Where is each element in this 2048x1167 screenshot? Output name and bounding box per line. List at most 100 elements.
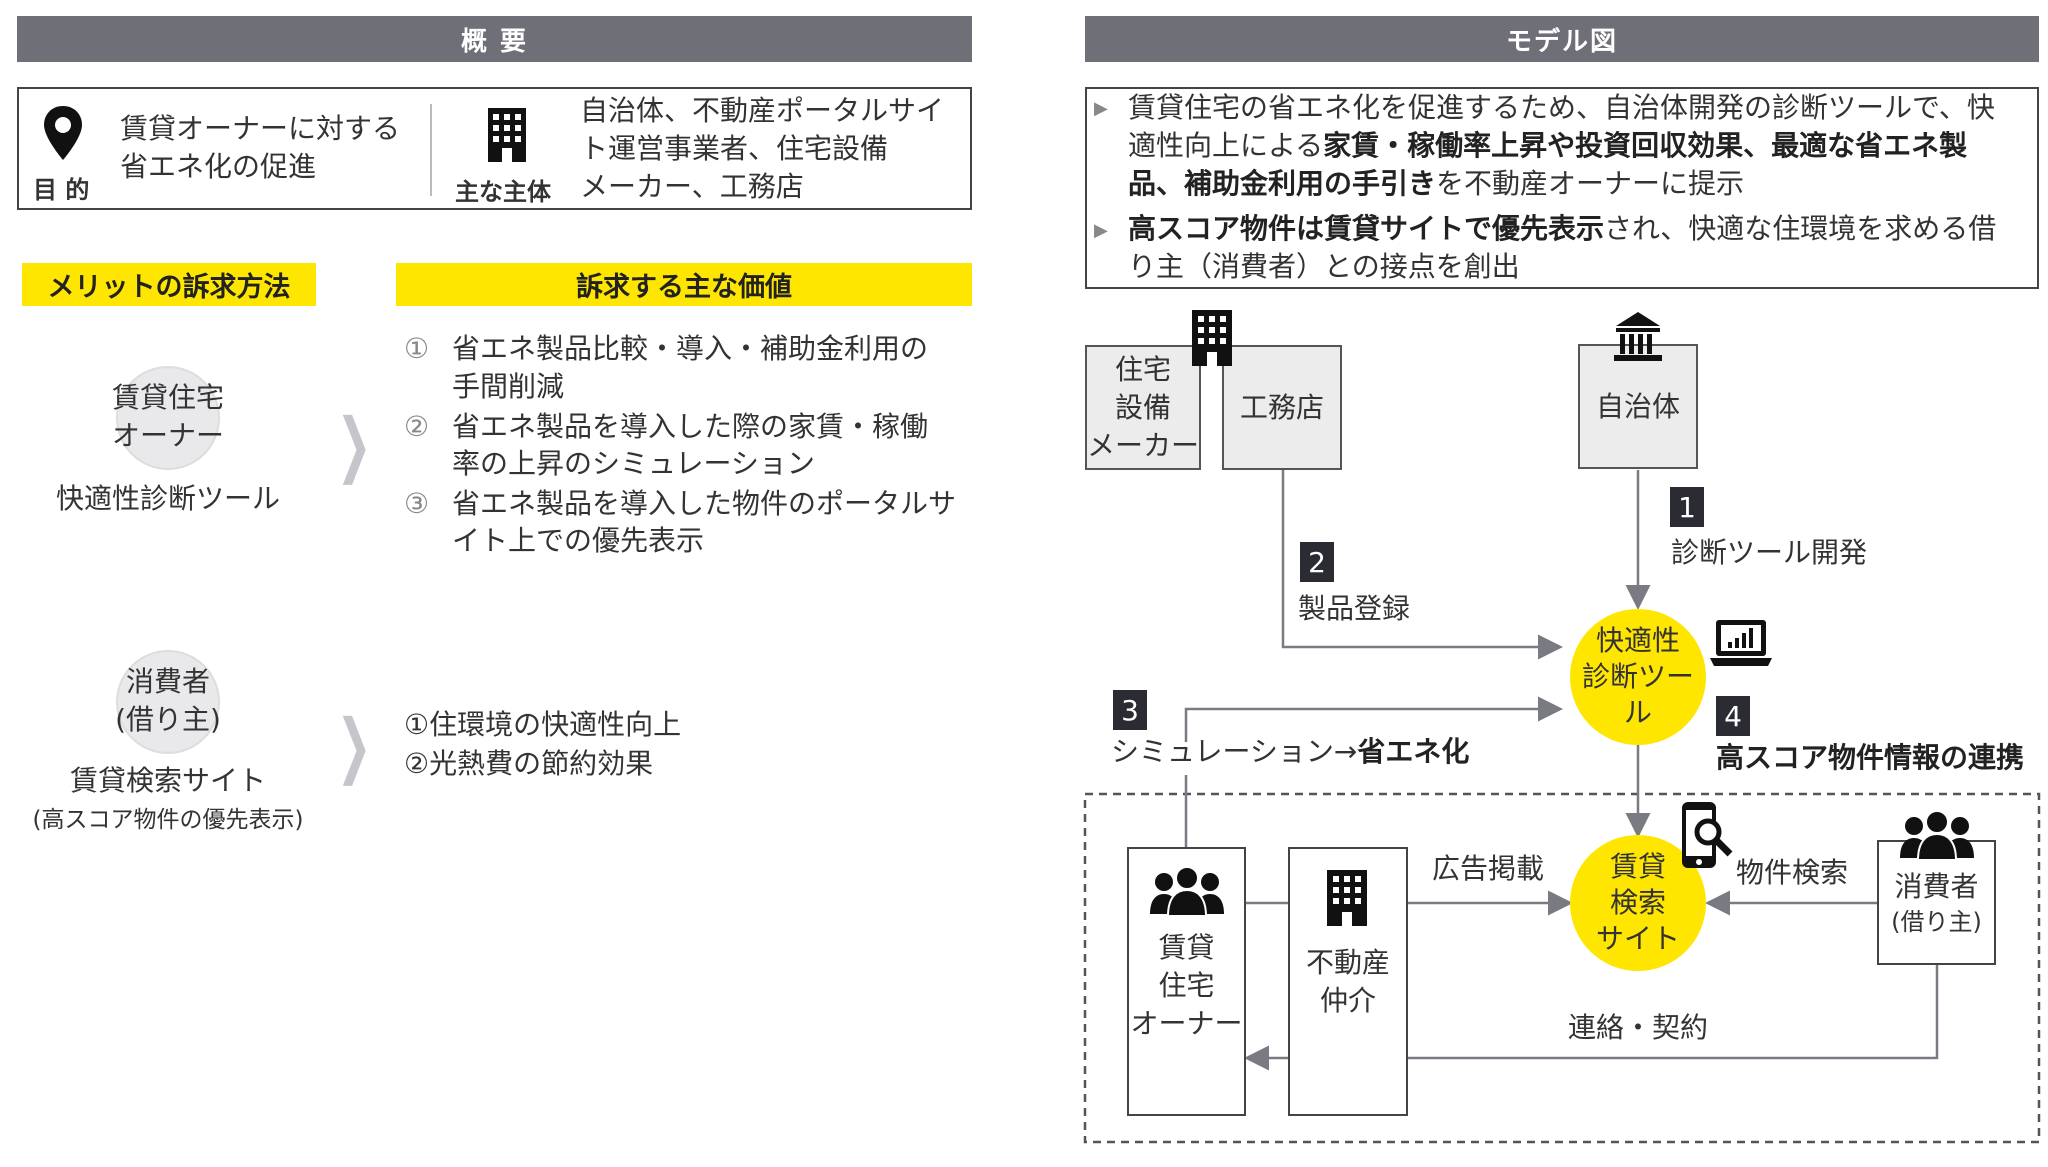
value-header: 訴求する主な価値 (396, 263, 972, 306)
chevron-right-icon: ❯ (336, 704, 372, 786)
node-diagnosis-tool: 快適性診断ツール (1570, 609, 1706, 745)
merit-header: メリットの訴求方法 (22, 263, 316, 306)
building-icon (1192, 310, 1232, 366)
value-text: 省エネ製品を導入した際の家賃・稼働 (452, 410, 929, 443)
summary-text: を不動産オーナーに提示 (1436, 167, 1745, 200)
node-label: 住宅 (1158, 969, 1215, 1002)
step-label: シミュレーション→ (1111, 735, 1358, 768)
step-label: 製品登録 (1298, 592, 1411, 625)
node-label: 検索 (1609, 886, 1666, 919)
actors-text: 自治体、不動産ポータルサイ (580, 94, 945, 127)
edge-label-contact: 連絡・契約 (1567, 1011, 1709, 1044)
overview-header: 概 要 (17, 16, 972, 62)
edge-label-search: 物件検索 (1735, 856, 1849, 889)
summary-bold: 品、補助金利用の手引き (1128, 167, 1437, 200)
step-badge-2: 2 (1300, 542, 1334, 582)
summary-bold: 高スコア物件は賃貸サイトで優先表示 (1128, 212, 1605, 245)
method-note: (高スコア物件の優先表示) (32, 807, 304, 833)
badge-number: 3 (1121, 693, 1139, 727)
method-label: 賃貸検索サイト (69, 764, 267, 797)
node-label: 賃貸 (1158, 931, 1215, 964)
step-label-bold: 省エネ化 (1357, 735, 1470, 768)
summary-text: 適性向上による (1128, 129, 1324, 162)
value-text: イト上での優先表示 (452, 524, 705, 557)
summary-text: 賃貸住宅の省エネ化を促進するため、自治体開発の診断ツールで、快 (1128, 91, 1995, 124)
value-header-text: 訴求する主な価値 (576, 272, 792, 303)
method-label: 快適性診断ツール (55, 482, 281, 515)
summary-bold: 家賃・稼働率上昇や投資回収効果、最適な省エネ製 (1323, 129, 1968, 162)
chevron-right-icon: ❯ (336, 403, 372, 485)
consumer-label: (借り主) (115, 703, 221, 736)
people-group-icon (1900, 810, 1974, 860)
node-maker: 住宅設備メーカー (1085, 345, 1201, 470)
purpose-text: 省エネ化の促進 (120, 150, 317, 183)
value-number: ③ (404, 487, 430, 520)
node-rental-search-site: 賃貸検索サイト (1570, 835, 1706, 971)
value-text: 省エネ製品を導入した物件のポータルサ (452, 487, 957, 520)
step-badge-4: 4 (1716, 696, 1750, 736)
node-label: 不動産 (1305, 946, 1390, 979)
model-summary-box (1085, 87, 2039, 289)
consumer-label: 消費者 (125, 665, 211, 698)
node-label: 自治体 (1595, 389, 1680, 423)
model-title: モデル図 (1505, 26, 1618, 57)
node-label: 設備 (1114, 390, 1171, 424)
step-badge-1: 1 (1670, 487, 1704, 527)
bullet-triangle-icon: ▶ (1094, 98, 1108, 119)
node-label: サイト (1595, 922, 1680, 955)
arrow-consumer-to-owner (1249, 965, 1939, 1058)
badge-number: 4 (1724, 699, 1742, 733)
phone-search-icon (1682, 802, 1733, 868)
building-icon (1327, 870, 1367, 926)
arrow-owner-to-tool (1184, 709, 1558, 847)
owner-label: 賃貸住宅 (111, 381, 225, 414)
node-builder: 工務店 (1222, 345, 1342, 470)
step-label: 診断ツール開発 (1671, 536, 1868, 569)
actors-label: 主な主体 (455, 178, 551, 206)
owner-circle (116, 366, 220, 470)
value-text: 手間削減 (452, 370, 565, 403)
people-group-icon (1150, 866, 1224, 916)
overview-box (17, 87, 972, 210)
location-pin-icon (44, 106, 82, 160)
summary-text: され、快適な住環境を求める借 (1604, 212, 1997, 245)
owner-label: オーナー (111, 419, 225, 452)
node-label: オーナー (1130, 1007, 1243, 1040)
actors-text: メーカー、工務店 (580, 170, 804, 203)
node-consumer: 消費者 (借り主) (1877, 840, 1996, 965)
node-gov: 自治体 (1578, 344, 1698, 469)
laptop-chart-icon (1710, 620, 1772, 666)
node-label: 賃貸 (1609, 850, 1666, 883)
building-icon (488, 108, 526, 162)
platform-dashed-area (1083, 792, 2041, 1144)
purpose-text: 賃貸オーナーに対する (120, 112, 401, 145)
badge-number: 1 (1678, 490, 1696, 524)
node-label: 消費者 (1894, 870, 1979, 903)
merit-header-text: メリットの訴求方法 (47, 272, 291, 303)
arrow-builder-to-tool (1281, 470, 1563, 660)
node-label: 仲介 (1319, 984, 1376, 1017)
value-text: ①住環境の快適性向上 (404, 708, 682, 741)
divider (430, 104, 432, 196)
edge-label-ad: 広告掲載 (1431, 852, 1545, 885)
overview-title: 概 要 (460, 26, 529, 57)
node-label: 診断ツール (1581, 660, 1694, 729)
node-label: 住宅 (1114, 352, 1171, 386)
purpose-label: 目 的 (33, 176, 90, 204)
bullet-triangle-icon: ▶ (1094, 220, 1108, 241)
consumer-circle (116, 650, 220, 754)
node-label: (借り主) (1891, 908, 1982, 936)
value-number: ② (404, 410, 430, 443)
model-header: モデル図 (1085, 16, 2039, 62)
value-text: ②光熱費の節約効果 (404, 747, 654, 780)
node-label: 工務店 (1239, 390, 1324, 424)
node-label: 快適性 (1595, 624, 1680, 657)
step-badge-3: 3 (1113, 690, 1147, 730)
summary-text: り主（消費者）との接点を創出 (1128, 250, 1520, 283)
value-number: ① (404, 332, 430, 365)
value-text: 省エネ製品比較・導入・補助金利用の (452, 332, 929, 365)
step-label-bold: 高スコア物件情報の連携 (1716, 741, 2025, 774)
actors-text: ト運営事業者、住宅設備 (580, 132, 889, 165)
government-building-icon (1614, 312, 1662, 361)
